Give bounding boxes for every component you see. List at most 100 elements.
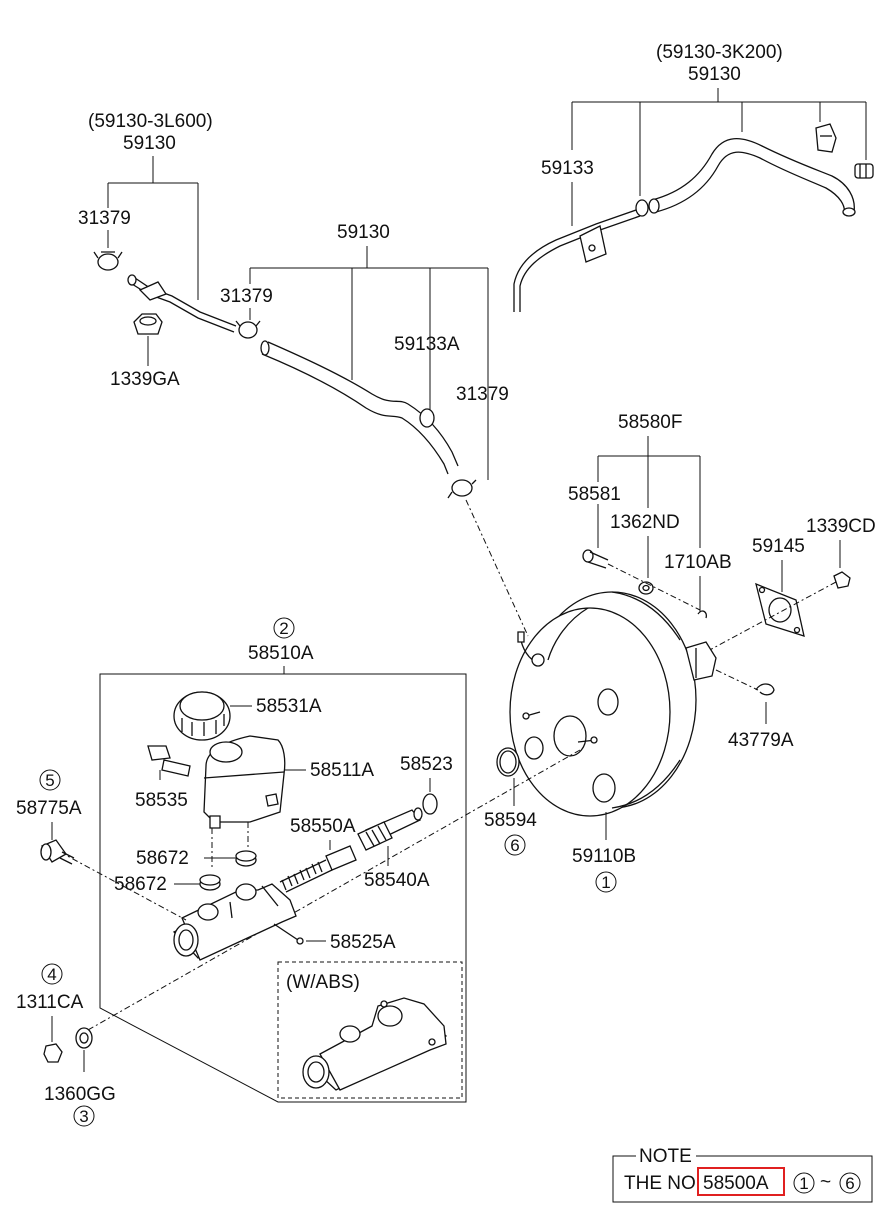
- hose-group-top-left: (59130-3L600) 59130 31379 31379 1339GA: [78, 111, 273, 390]
- group-part-number: 59130: [688, 64, 741, 85]
- washer-label: 1362ND: [610, 512, 680, 533]
- left-small-parts: 5 58775A 4 1311CA 1360GG 3: [16, 769, 116, 1127]
- ref-circle: [839, 1172, 861, 1194]
- primary-piston-icon: [357, 807, 423, 851]
- clip-label: 1710AB: [664, 552, 732, 573]
- piston-label: 58550A: [290, 816, 356, 837]
- hose-label: 59133A: [394, 334, 460, 355]
- ref-circle: [39, 769, 61, 791]
- ref-number: 6: [510, 836, 519, 855]
- ref-number: 2: [279, 619, 288, 638]
- assembly-line: [705, 581, 837, 653]
- group-part-number: 59130: [337, 222, 390, 243]
- booster-kit-group: 58580F 58581 1362ND 1710AB 59145 1339CD: [484, 412, 876, 893]
- assembly-frame: [99, 673, 467, 1103]
- assembly-line: [211, 822, 249, 870]
- clamp-label: 31379: [220, 286, 273, 307]
- screw-label: 58525A: [330, 932, 396, 953]
- pin-label: 58581: [568, 484, 621, 505]
- washer-icon: [638, 581, 654, 595]
- note-range-separator: ~: [820, 1172, 831, 1193]
- hose-clamp-icon: [93, 251, 123, 271]
- o-ring-icon: [422, 793, 438, 815]
- flange-nut-icon: [833, 571, 851, 589]
- grommet-label: 58672: [136, 848, 189, 869]
- snap-pin-icon: [755, 683, 775, 696]
- master-cylinder-group: 2 58510A 58531A 58511A 58535: [59, 617, 467, 1103]
- fluid-reservoir-icon: [203, 735, 286, 829]
- gasket-label: 59145: [752, 536, 805, 557]
- hose-clamp-icon: [235, 320, 261, 339]
- note-frame: [612, 1155, 873, 1203]
- ref-circle: [73, 1105, 95, 1127]
- note-range-start: 1: [799, 1174, 808, 1193]
- seal-ring-icon: [496, 747, 520, 777]
- grommet-icon: [235, 850, 257, 867]
- hex-nut-icon: [43, 1043, 63, 1063]
- washer-label: 1360GG: [44, 1084, 116, 1105]
- note-box: NOTE THE NO 58500A 1 ~ 6: [612, 1146, 873, 1203]
- hose-connector-icon: [854, 163, 874, 179]
- ref-number: 3: [79, 1107, 88, 1126]
- abs-master-cylinder-icon: [302, 997, 448, 1091]
- ref-circle: [595, 871, 617, 893]
- clevis-pin-icon: [582, 549, 609, 569]
- leader-lines: [597, 436, 701, 548]
- ref-circle: [504, 834, 526, 856]
- leader-lines: [571, 88, 867, 196]
- clip-label: 43779A: [728, 730, 794, 751]
- note-part-highlight: [697, 1167, 785, 1196]
- screw-icon: [273, 923, 304, 945]
- steel-pipe-icon: [513, 209, 641, 312]
- cap-label: 58531A: [256, 696, 322, 717]
- note-part-number: 58500A: [703, 1173, 769, 1194]
- hose-label: 59133: [541, 158, 594, 179]
- leader-lines: [249, 246, 489, 480]
- seal-label: 58594: [484, 810, 537, 831]
- clamp-label: 31379: [78, 208, 131, 229]
- nut-label: 1339CD: [806, 516, 876, 537]
- ref-number: 1: [601, 873, 610, 892]
- hose-group-middle: 59130 59133A 31379: [249, 222, 509, 499]
- washer-icon: [75, 1027, 93, 1049]
- flange-nut-icon: [133, 313, 163, 335]
- nut-label: 1339GA: [110, 369, 180, 390]
- assembly-line: [465, 499, 529, 637]
- hose-clamp-icon: [447, 479, 477, 499]
- note-prefix: THE NO: [624, 1173, 696, 1194]
- clip-icon: [697, 610, 708, 619]
- gasket-icon: [755, 582, 805, 637]
- master-cylinder-body-icon: [172, 883, 297, 961]
- leader-lines: [107, 156, 199, 300]
- reservoir-label: 58511A: [310, 760, 374, 781]
- assembly-line: [87, 749, 581, 1031]
- abs-variant-label: (W/ABS): [286, 972, 360, 993]
- booster-label: 59110B: [572, 846, 636, 867]
- group-alt-part-number: (59130-3K200): [656, 42, 783, 63]
- nut-label: 1311CA: [16, 992, 84, 1013]
- hose-clip-icon: [815, 123, 837, 153]
- ref-circle: [273, 617, 295, 639]
- oring-label: 58523: [400, 754, 453, 775]
- ref-number: 5: [45, 771, 54, 790]
- leader-lines: [597, 504, 701, 612]
- pressure-switch-icon: [40, 839, 75, 865]
- level-sensor-icon: [147, 745, 191, 777]
- vacuum-hose-icon: [648, 138, 856, 217]
- group-alt-part-number: (59130-3L600): [88, 111, 213, 132]
- piston-label: 58540A: [364, 870, 430, 891]
- assembly-line: [59, 851, 187, 921]
- grommet-icon: [199, 874, 221, 891]
- reservoir-cap-icon: [173, 691, 231, 741]
- hose-clamp-icon: [635, 199, 649, 217]
- steel-pipe-icon: [127, 274, 237, 333]
- grommet-label: 58672: [114, 874, 167, 895]
- note-range-end: 6: [845, 1174, 854, 1193]
- assembly-label: 58510A: [248, 643, 314, 664]
- secondary-piston-icon: [279, 845, 357, 893]
- hose-group-top-right: (59130-3K200) 59130 59133: [513, 42, 874, 312]
- vacuum-hose-icon: [260, 340, 459, 475]
- switch-label: 58775A: [16, 798, 82, 819]
- ref-number: 4: [47, 965, 56, 984]
